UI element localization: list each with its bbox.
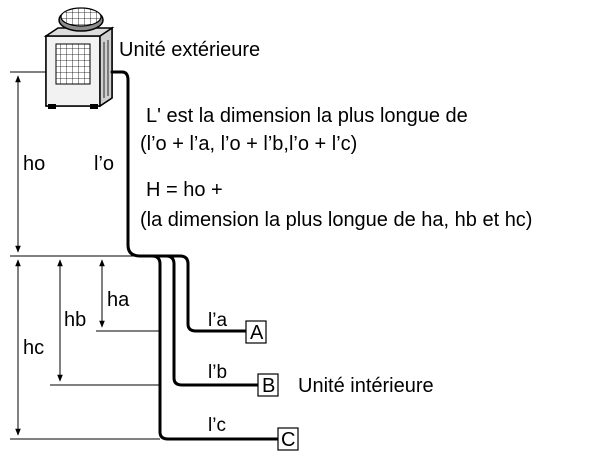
branch-pipe-b: [148, 254, 260, 387]
h-formula-line-1: H = ho +: [146, 179, 223, 201]
hb-label: hb: [64, 309, 86, 331]
hc-label: hc: [23, 337, 44, 359]
branch-pipe-c: [138, 254, 280, 441]
l-formula-line-1: L' est la dimension la plus longue de: [146, 105, 468, 127]
main-pipe: [110, 70, 160, 258]
indoor-unit-c-box: [277, 427, 299, 451]
h-formula-line-2: (la dimension la plus longue de ha, hb e…: [140, 209, 532, 231]
outdoor-unit-icon: [43, 7, 115, 109]
ho-label: ho: [23, 153, 45, 175]
indoor-unit-a-letter: A: [250, 322, 264, 344]
l-formula-line-2: (l’o + l’a, l’o + l’b,l’o + l’c): [140, 133, 357, 155]
lc-label: l’c: [208, 415, 226, 436]
indoor-unit-b-box: [257, 373, 279, 397]
indoor-unit-c-letter: C: [281, 429, 295, 451]
indoor-unit-a-box: [245, 320, 267, 344]
la-label: l’a: [208, 310, 227, 331]
indoor-unit-b-letter: B: [262, 375, 275, 397]
ha-label: ha: [107, 289, 130, 311]
indoor-unit-label: Unité intérieure: [298, 375, 434, 397]
branch-pipe-a: [156, 254, 248, 333]
lo-label: l’o: [94, 153, 114, 175]
lb-label: l’b: [208, 362, 227, 383]
outdoor-unit-label: Unité extérieure: [119, 39, 260, 61]
